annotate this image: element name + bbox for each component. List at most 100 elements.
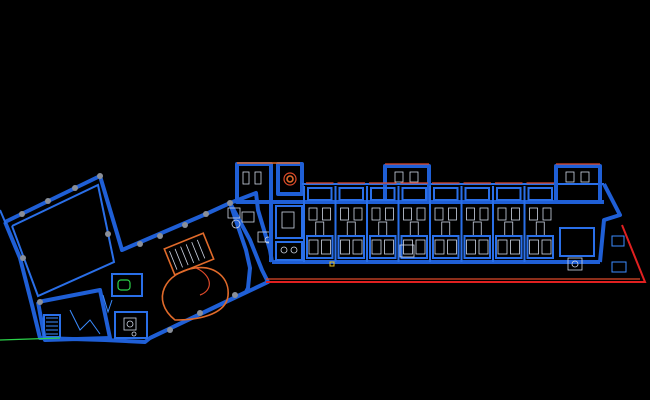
unit-upper-room	[307, 187, 333, 201]
stairs	[46, 317, 58, 335]
entry-lobby	[275, 241, 303, 261]
unit-desk	[535, 221, 545, 237]
unit-upper-room	[370, 187, 396, 201]
upper-block-2	[554, 164, 602, 204]
unit-bed	[340, 239, 350, 255]
unit-bed	[466, 239, 476, 255]
unit-bath-fixture	[308, 207, 318, 221]
unit-bed	[447, 239, 457, 255]
unit-bed	[510, 239, 520, 255]
unit-bath-fixture	[403, 207, 412, 221]
lift-core	[276, 162, 304, 196]
unit-bed	[321, 239, 331, 255]
unit-bath-fixture	[511, 207, 520, 221]
unit-upper-room	[496, 187, 522, 201]
unit-bath-fixture	[434, 207, 444, 221]
stair-hall	[163, 232, 215, 276]
lift-core-marker-inner	[286, 175, 294, 183]
unit-bath-fixture	[529, 207, 538, 221]
unit-upper-room	[433, 187, 459, 201]
unit-room-outline	[432, 235, 460, 259]
unit-bed	[497, 239, 508, 255]
right-block	[235, 162, 647, 283]
unit-bath-fixture	[448, 207, 457, 221]
unit-bed	[434, 239, 445, 255]
unit-desk	[504, 221, 514, 237]
stair-block-wall	[36, 288, 112, 342]
east-end-wall	[598, 183, 622, 263]
entry-lobby-seats	[280, 246, 298, 254]
lift-core-marker	[283, 172, 297, 186]
unit-module	[492, 182, 523, 262]
hall-furniture	[227, 207, 272, 244]
unit-bath-fixture	[371, 207, 381, 221]
unit-bed	[308, 239, 319, 255]
site-edge	[0, 209, 7, 225]
unit-desk	[378, 221, 388, 237]
unit-bed	[371, 239, 382, 255]
unit-bed	[415, 239, 426, 255]
end-room-a-furniture	[567, 257, 583, 271]
unit-bath-fixture	[340, 207, 349, 221]
unit-room-outline	[526, 235, 554, 259]
unit-room-outline	[400, 235, 428, 259]
unit-bed	[403, 239, 413, 255]
end-room-b-fixture-2	[611, 261, 627, 273]
entry-room-fixture	[281, 211, 295, 229]
end-room-a	[559, 227, 595, 257]
left-hall-inner-wall	[11, 183, 116, 298]
stair-room	[43, 314, 61, 338]
central-hall	[149, 191, 274, 340]
unit-module	[397, 182, 428, 262]
unit-module	[303, 182, 334, 262]
unit-bath-fixture	[542, 207, 552, 221]
upper-block-1	[383, 164, 431, 204]
unit-room-outline	[463, 235, 491, 259]
head-block	[235, 162, 273, 204]
unit-module	[334, 182, 365, 262]
unit-upper-room	[401, 187, 427, 201]
unit-upper-room	[527, 187, 553, 201]
unit-bath-fixture	[497, 207, 507, 221]
upper-block-furniture	[394, 171, 590, 183]
corridor-marker	[329, 261, 335, 267]
meeting-table	[117, 279, 131, 291]
unit-bath-fixture	[385, 207, 394, 221]
unit-module	[429, 182, 460, 262]
unit-desk	[346, 221, 356, 237]
unit-module	[460, 182, 491, 262]
structural-columns	[19, 173, 238, 333]
unit-bath-fixture	[353, 207, 363, 221]
unit-bath-fixture	[479, 207, 489, 221]
unit-desk	[472, 221, 482, 237]
unit-room-outline	[337, 235, 365, 259]
lobby-room	[114, 311, 148, 339]
unit-bed	[478, 239, 489, 255]
unit-bath-fixture	[466, 207, 475, 221]
unit-row	[303, 182, 554, 262]
site-boundary-line	[266, 224, 647, 283]
unit-module	[366, 182, 397, 262]
wc-room	[111, 273, 143, 297]
corridor-doors	[102, 294, 113, 314]
entry-room	[275, 205, 303, 239]
corridor-furniture	[399, 244, 415, 258]
unit-bath-fixture	[322, 207, 331, 221]
unit-bed	[352, 239, 363, 255]
curved-partition	[195, 267, 210, 296]
site-ground-line	[0, 337, 61, 341]
head-block-fixture-b	[254, 171, 262, 185]
unit-upper-room	[338, 187, 364, 201]
stair-flight	[69, 309, 101, 335]
end-room-b-fixture	[611, 235, 625, 247]
stair-hall-steps	[169, 239, 206, 270]
unit-upper-room	[464, 187, 490, 201]
lobby-furniture	[123, 317, 137, 337]
unit-room-outline	[306, 235, 334, 259]
unit-bed	[541, 239, 552, 255]
unit-module	[523, 182, 554, 262]
unit-bath-fixture	[416, 207, 426, 221]
unit-bed	[529, 239, 539, 255]
head-block-fixture-a	[242, 171, 250, 185]
